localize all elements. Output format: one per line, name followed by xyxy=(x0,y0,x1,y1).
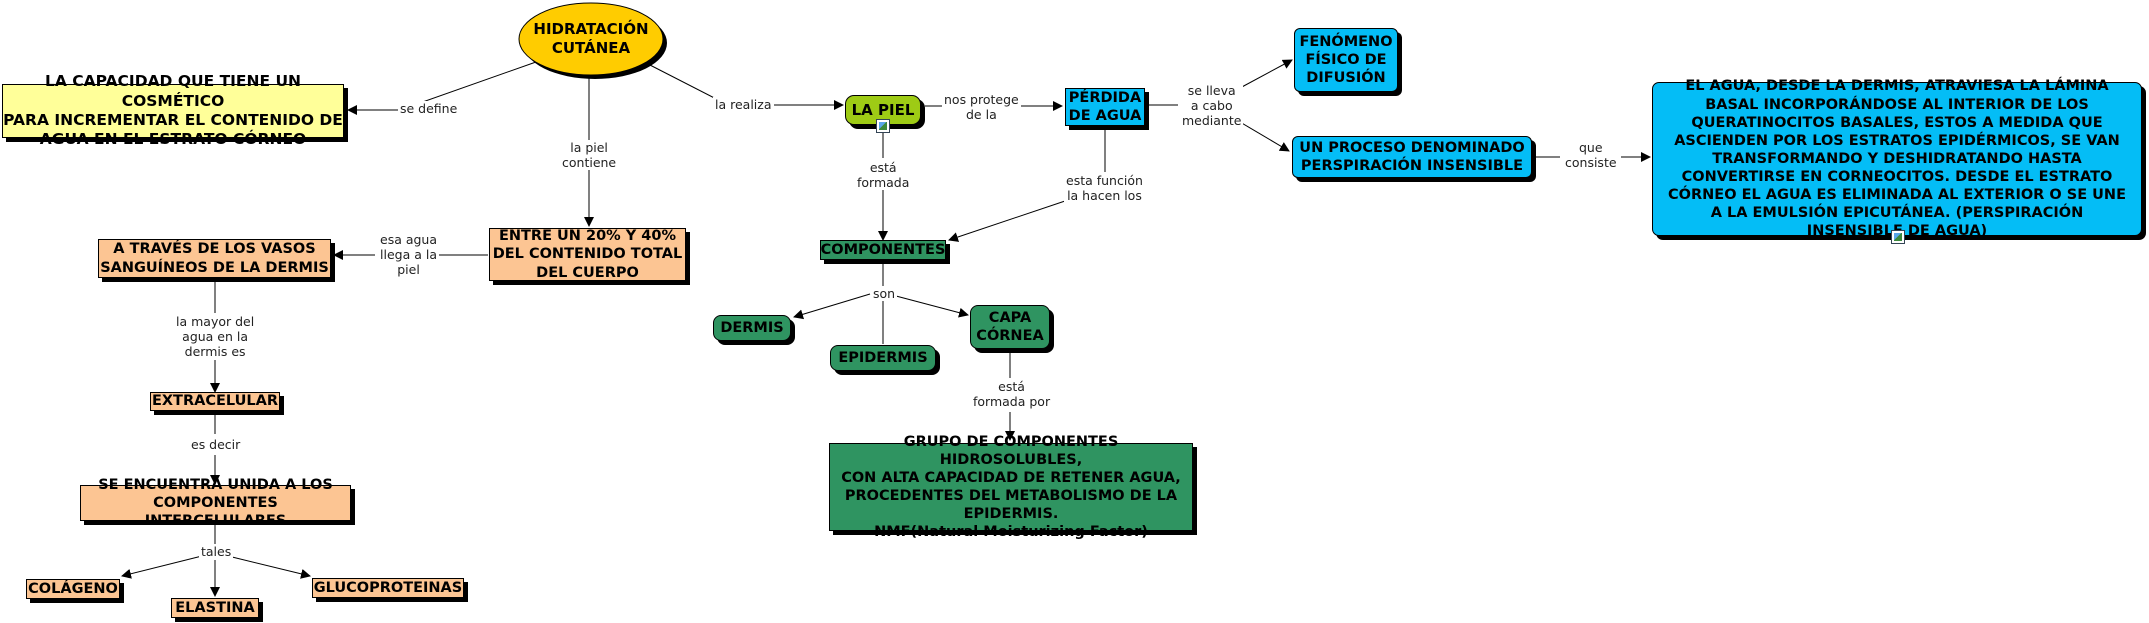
grupo-node[interactable]: GRUPO DE COMPONENTES HIDROSOLUBLES, CON … xyxy=(829,434,1193,540)
label-se-define: se define xyxy=(398,101,460,116)
fenomeno-node[interactable]: FENÓMENO FÍSICO DE DIFUSIÓN xyxy=(1294,28,1398,92)
label-la-realiza: la realiza xyxy=(713,97,774,112)
label-esta-formada-por: está formada por xyxy=(971,379,1053,409)
label-nos-protege: nos protege de la xyxy=(942,92,1021,122)
la-piel-image-icon[interactable] xyxy=(876,119,890,133)
vasos-node[interactable]: A TRAVÉS DE LOS VASOS SANGUÍNEOS DE LA D… xyxy=(98,239,331,278)
label-la-mayor: la mayor del agua en la dermis es xyxy=(174,314,257,359)
label-tales: tales xyxy=(199,544,234,559)
entre-node[interactable]: ENTRE UN 20% Y 40% DEL CONTENIDO TOTAL D… xyxy=(489,228,686,281)
label-que-consiste: que consiste xyxy=(1563,140,1619,170)
colageno-node[interactable]: COLÁGENO xyxy=(26,579,120,599)
link-son-dermis xyxy=(793,293,871,320)
componentes-node[interactable]: COMPONENTES xyxy=(820,240,946,260)
link-tales-gluco xyxy=(227,555,311,579)
label-la-piel-contiene: la piel contiene xyxy=(560,140,619,170)
link-to-fenomeno xyxy=(1239,59,1293,89)
elastina-node[interactable]: ELASTINA xyxy=(171,598,259,618)
label-es-decir: es decir xyxy=(189,437,243,452)
label-se-lleva: se lleva a cabo mediante xyxy=(1180,83,1244,128)
label-esta-formada: está formada xyxy=(855,160,912,190)
capa-cornea-node[interactable]: CAPA CÓRNEA xyxy=(970,305,1050,349)
perdida-agua-node[interactable]: PÉRDIDA DE AGUA xyxy=(1065,88,1145,126)
label-esa-agua: esa agua llega a la piel xyxy=(378,232,440,277)
dermis-node[interactable]: DERMIS xyxy=(713,315,791,341)
extracelular-node[interactable]: EXTRACELULAR xyxy=(150,392,280,411)
hidratacion-ellipse[interactable] xyxy=(518,2,664,76)
capacidad-cosmetico-node[interactable]: LA CAPACIDAD QUE TIENE UN COSMÉTICO PARA… xyxy=(2,72,344,149)
proceso-node[interactable]: UN PROCESO DENOMINADO PERSPIRACIÓN INSEN… xyxy=(1292,136,1532,178)
epidermis-node[interactable]: EPIDERMIS xyxy=(830,345,936,371)
glucoproteinas-node[interactable]: GLUCOPROTEINAS xyxy=(312,578,464,598)
link-son-capa xyxy=(895,295,969,318)
agua-dermis-node[interactable]: EL AGUA, DESDE LA DERMIS, ATRAVIESA LA L… xyxy=(1652,78,2142,239)
unida-node[interactable]: SE ENCUENTRA UNIDA A LOS COMPONENTES INT… xyxy=(80,477,351,529)
agua-dermis-image-icon[interactable] xyxy=(1891,230,1905,244)
link-tales-colageno xyxy=(121,555,203,579)
link-esta-funcion-b xyxy=(948,199,1069,242)
label-son: son xyxy=(871,286,898,301)
hidratacion-cutanea-node[interactable]: HIDRATACIÓN CUTÁNEA xyxy=(533,20,649,57)
label-esta-funcion: esta función la hacen los xyxy=(1064,173,1145,203)
link-to-proceso xyxy=(1239,121,1290,152)
